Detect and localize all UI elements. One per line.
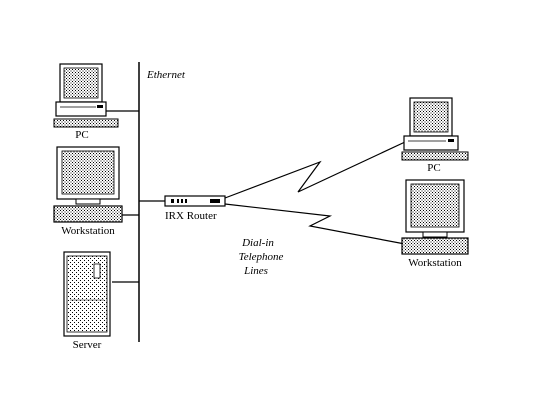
workstation-remote-icon [401, 179, 469, 255]
workstation-local-icon [53, 146, 123, 223]
dialin-line-lower [224, 203, 406, 245]
router-icon [164, 195, 226, 207]
server-icon [63, 251, 111, 337]
workstation-local-label: Workstation [61, 225, 115, 237]
server-label: Server [73, 339, 102, 351]
ethernet-label: Ethernet [146, 69, 186, 81]
pc-remote-label: PC [427, 162, 440, 174]
workstation-remote-label: Workstation [408, 257, 462, 269]
dialin-label-line1: Dial-in [241, 237, 274, 249]
pc-remote-icon [401, 97, 469, 161]
pc-local-label: PC [75, 129, 88, 141]
dialin-line-upper [224, 141, 406, 199]
dialin-label-line2: Telephone [239, 251, 284, 263]
dialin-label-line3: Lines [243, 265, 268, 277]
router-label: IRX Router [165, 210, 217, 222]
pc-local-icon [53, 63, 119, 128]
